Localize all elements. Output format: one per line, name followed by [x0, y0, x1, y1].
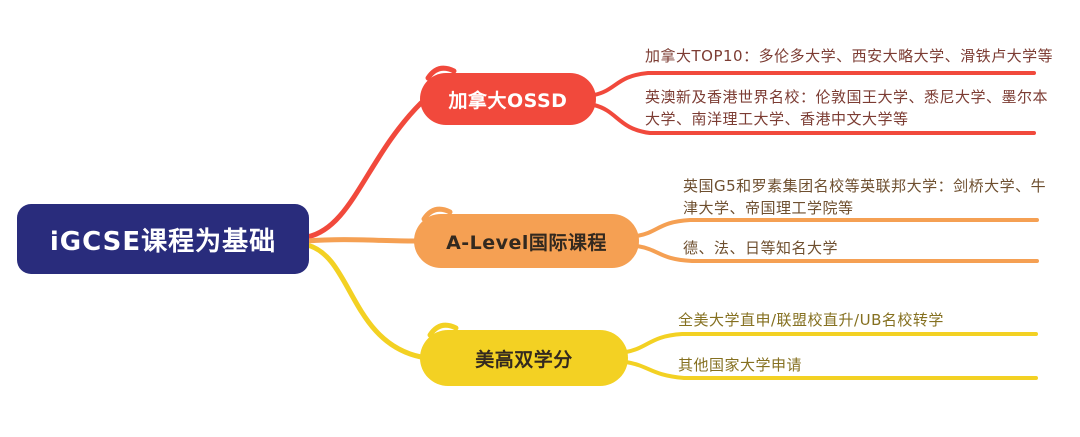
- branch-node-label: 美高双学分: [475, 348, 573, 371]
- leaf-uk-g5-russell[interactable]: 英国G5和罗素集团名校等英联邦大学：剑桥大学、牛 津大学、帝国理工学院等: [683, 177, 1047, 217]
- leaf-de-fr-jp-universities[interactable]: 德、法、日等知名大学: [683, 239, 839, 257]
- branch-node-us-dual-credit[interactable]: 美高双学分: [420, 330, 628, 386]
- branch-node-canada-ossd[interactable]: 加拿大OSSD: [420, 73, 596, 125]
- leaf-uk-aus-hk-schools[interactable]: 英澳新及香港世界名校：伦敦国王大学、悉尼大学、墨尔本 大学、南洋理工大学、香港中…: [645, 88, 1049, 128]
- root-to-ossd-connector: [304, 100, 424, 240]
- branch-node-alevel[interactable]: A-Level国际课程: [414, 214, 639, 268]
- leaf-canada-top10[interactable]: 加拿大TOP10：多伦多大学、西安大略大学、滑铁卢大学等: [645, 47, 1054, 65]
- leaf-other-countries-apply[interactable]: 其他国家大学申请: [678, 356, 803, 374]
- usdual-leaf-0-underline: [624, 332, 1038, 354]
- root-node-label: iGCSE课程为基础: [49, 226, 277, 257]
- root-to-alevel-connector: [304, 237, 418, 244]
- root-to-usdual-connector: [304, 242, 424, 360]
- alevel-leaf-0-underline: [635, 218, 1039, 238]
- branch-node-label: A-Level国际课程: [446, 231, 607, 254]
- leaf-us-direct-apply[interactable]: 全美大学直申/联盟校直升/UB名校转学: [678, 311, 944, 329]
- branch-node-label: 加拿大OSSD: [448, 89, 568, 112]
- root-node[interactable]: iGCSE课程为基础: [17, 204, 309, 274]
